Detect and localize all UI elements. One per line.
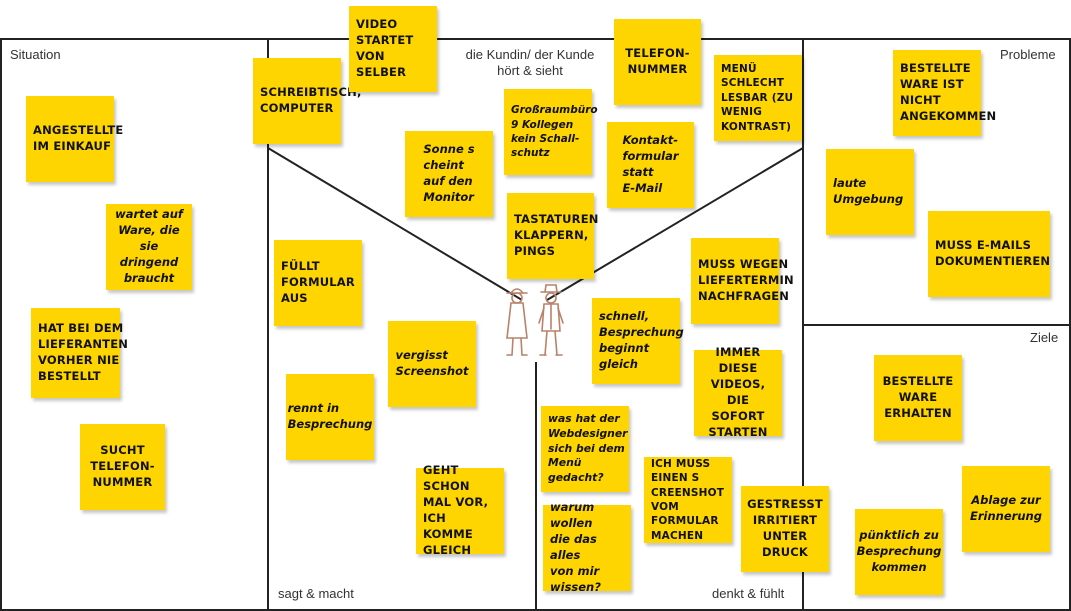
note-angestellte[interactable]: Angestellte im Einkauf xyxy=(26,96,123,182)
says-does-label: sagt & macht xyxy=(278,586,354,601)
note-muss-wegen[interactable]: Muss wegen Liefertermin nachfragen xyxy=(691,238,794,324)
note-laute[interactable]: laute Umgebung xyxy=(826,149,914,235)
note-ich-muss[interactable]: Ich muss einen S creenshot vom Formular … xyxy=(644,457,732,543)
note-immer-videos[interactable]: Immer diese Videos, die sofort starten xyxy=(694,345,782,439)
note-menu-schlecht[interactable]: Menü schlecht lesbar (zu wenig Kontrast) xyxy=(714,55,802,141)
note-bestellte-nicht[interactable]: Bestellte Ware ist nicht angekommen xyxy=(893,50,996,136)
note-schnell[interactable]: schnell, Besprechung beginnt gleich xyxy=(592,298,684,384)
hears-sees-label: die Kundin/ der Kunde hört & sieht xyxy=(465,47,595,79)
note-video[interactable]: Video startet von selber xyxy=(349,6,437,92)
note-ablage[interactable]: Ablage zur Erinnerung xyxy=(962,466,1050,552)
note-vergisst[interactable]: vergisst Screenshot xyxy=(388,321,476,407)
goals-label: Ziele xyxy=(1030,330,1059,345)
note-wartet[interactable]: wartet auf Ware, die sie dringend brauch… xyxy=(106,204,192,290)
note-gestresst[interactable]: gestresst irritiert unter Druck xyxy=(741,486,829,572)
note-sonne[interactable]: Sonne s cheint auf den Monitor xyxy=(405,131,493,217)
note-grossraum[interactable]: Großraumbüro 9 Kollegen kein Schall- sch… xyxy=(504,89,598,175)
note-geht-schon[interactable]: Geht schon mal vor, ich komme gleich xyxy=(416,463,504,557)
note-puenktlich[interactable]: pünktlich zu Besprechung kommen xyxy=(855,509,943,595)
problems-label: Probleme xyxy=(1000,47,1056,62)
note-fuellt[interactable]: Füllt Formular aus xyxy=(274,240,362,326)
note-emails[interactable]: Muss E-Mails dokumentieren xyxy=(928,211,1050,297)
note-telefon[interactable]: Telefon- nummer xyxy=(614,19,701,105)
note-sucht[interactable]: Sucht Telefon- nummer xyxy=(80,424,165,510)
persona-couple-icon xyxy=(506,284,564,356)
note-rennt[interactable]: rennt in Besprechung xyxy=(286,374,374,460)
note-tastaturen[interactable]: Tastaturen klappern, Pings xyxy=(507,193,598,279)
thinks-feels-label: denkt & fühlt xyxy=(712,586,785,601)
note-webdesigner[interactable]: was hat der Webdesigner sich bei dem Men… xyxy=(541,406,629,492)
note-kontakt[interactable]: Kontakt- formular statt E-Mail xyxy=(607,122,694,208)
goals-panel xyxy=(802,324,1071,611)
note-bestellte-erhalten[interactable]: Bestellte Ware erhalten xyxy=(874,355,962,441)
situation-label: Situation xyxy=(10,47,61,62)
note-schreibtisch[interactable]: Schreibtisch, Computer xyxy=(253,58,361,144)
note-hat-bei[interactable]: Hat bei dem Lieferanten vorher nie beste… xyxy=(31,308,128,398)
note-warum[interactable]: warum wollen die das alles von mir wisse… xyxy=(543,500,631,594)
